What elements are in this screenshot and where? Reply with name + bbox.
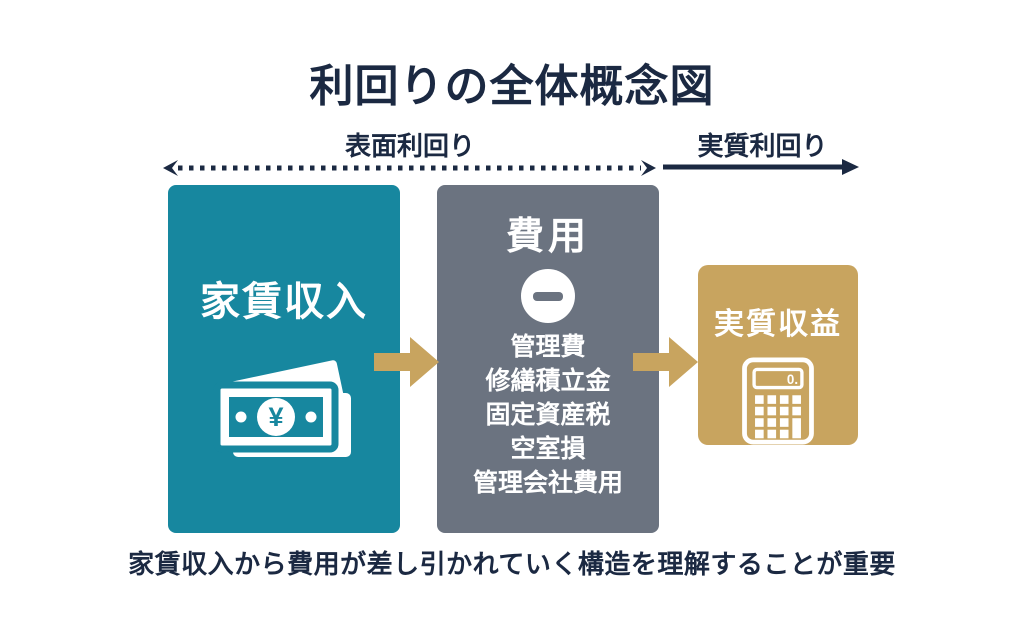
net-yield-label: 実質利回り: [697, 131, 828, 161]
calculator-display-value: 0.: [787, 372, 798, 387]
expenses-label: 費用: [505, 216, 590, 258]
calculator-keypad: [755, 395, 801, 439]
banknote-yen-icon: ¥: [213, 360, 351, 457]
expense-list: 管理費 修繕積立金 固定資産税 空室損 管理会社費用: [473, 330, 623, 500]
dotted-double-arrow-icon: [163, 160, 656, 176]
net-profit-box: 実質収益 0.: [698, 265, 858, 445]
expense-item: 固定資産税: [485, 401, 611, 429]
minus-circle-icon: [521, 269, 575, 323]
expense-item: 管理会社費用: [472, 469, 623, 497]
net-profit-label: 実質収益: [714, 308, 842, 341]
calculator-icon: 0.: [742, 357, 814, 445]
minus-bar: [533, 291, 563, 301]
expense-item: 空室損: [510, 435, 586, 463]
expenses-box: 費用 管理費 修繕積立金 固定資産税 空室損 管理会社費用: [437, 185, 659, 533]
rent-income-label: 家賃収入: [200, 280, 368, 324]
yen-symbol: ¥: [268, 402, 283, 432]
flow-arrow-expenses-to-net-icon: [633, 337, 698, 387]
footer-note: 家賃収入から費用が差し引かれていく構造を理解することが重要: [128, 549, 896, 579]
page-title: 利回りの全体概念図: [309, 62, 715, 111]
rent-income-box: 家賃収入 ¥: [168, 185, 400, 533]
flow-arrow-income-to-expenses-icon: [374, 337, 439, 387]
expense-item: 管理費: [510, 333, 586, 361]
expense-item: 修繕積立金: [485, 367, 611, 395]
solid-right-arrow-icon: [663, 159, 859, 175]
gross-yield-label: 表面利回り: [344, 131, 475, 161]
